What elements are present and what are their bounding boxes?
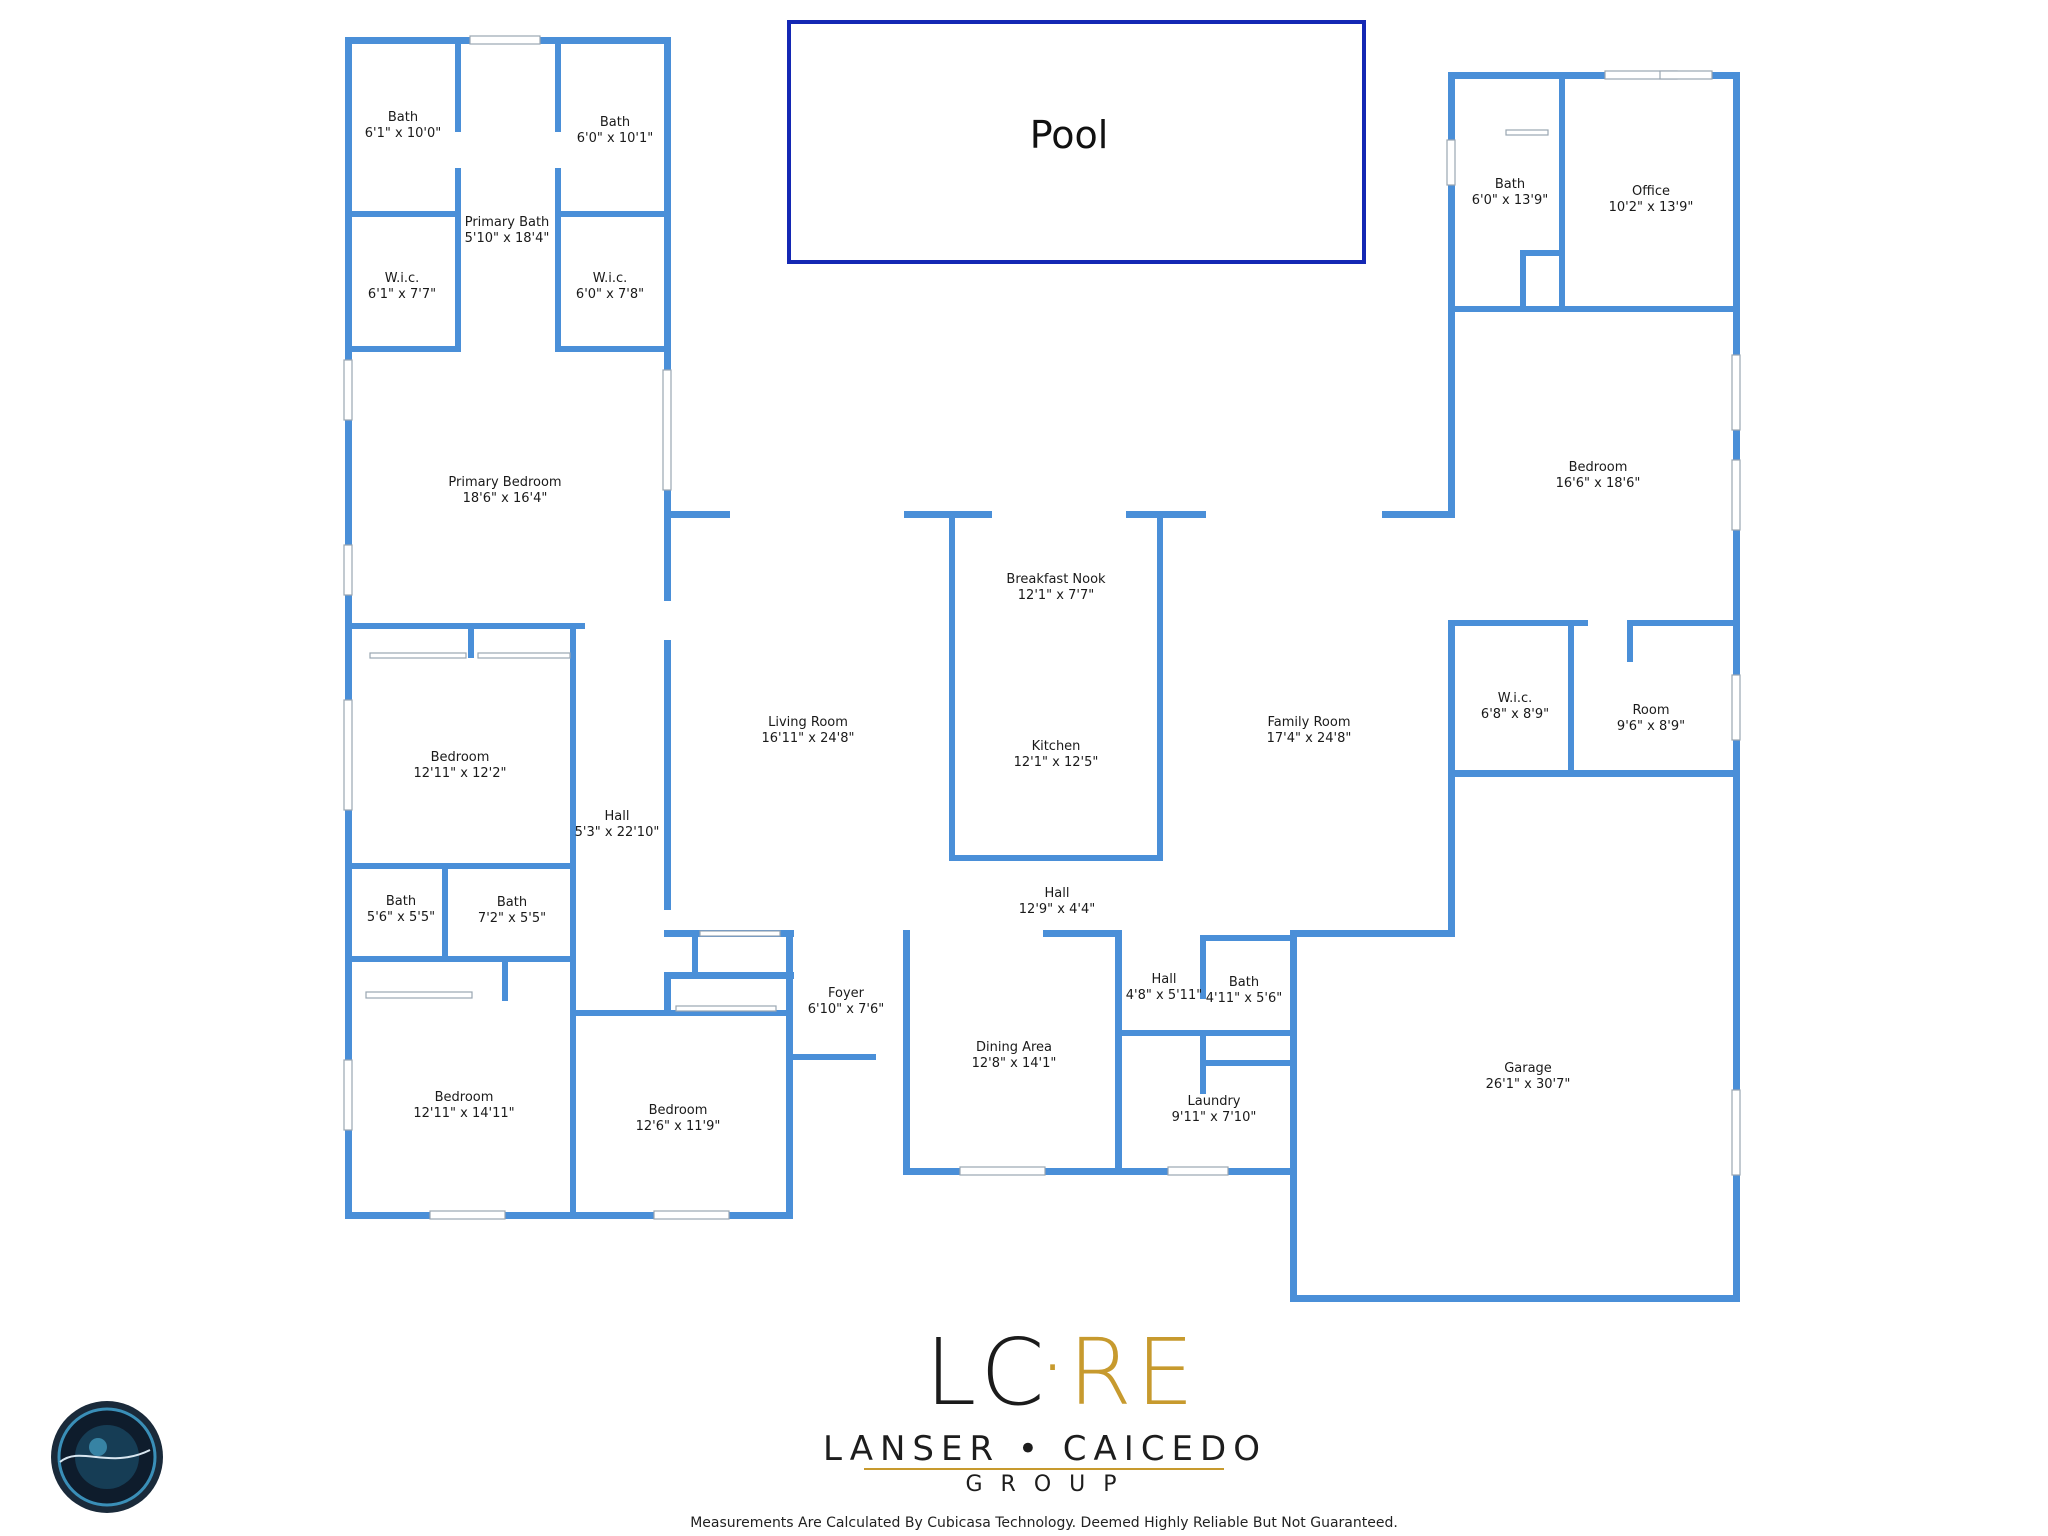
room-name: Hall: [1152, 972, 1177, 987]
room-size: 5'6" x 5'5": [367, 910, 435, 925]
room-name: Bath: [1495, 177, 1525, 192]
pool-label: Pool: [1030, 113, 1109, 157]
room-size: 6'10" x 7'6": [808, 1002, 884, 1017]
room-name: W.i.c.: [385, 271, 420, 286]
windows: [343, 35, 1741, 1220]
pool: Pool: [787, 20, 1366, 264]
room-name: Foyer: [828, 986, 865, 1001]
room-name: Hall: [605, 809, 630, 824]
room-size: 18'6" x 16'4": [463, 491, 548, 506]
room-size: 6'1" x 7'7": [368, 287, 436, 302]
brand-group: GROUP: [965, 1472, 1134, 1497]
room-name: Family Room: [1268, 715, 1351, 730]
room-name: Primary Bedroom: [448, 475, 561, 490]
room-size: 9'6" x 8'9": [1617, 719, 1685, 734]
room-name: Office: [1632, 184, 1670, 199]
room-name: Bath: [497, 895, 527, 910]
room-name: Hall: [1045, 886, 1070, 901]
room-size: 17'4" x 24'8": [1267, 731, 1352, 746]
room-name: Bath: [388, 110, 418, 125]
room-size: 4'11" x 5'6": [1206, 991, 1282, 1006]
brand-logo: LC · RE LANSER • CAICEDO GROUP: [823, 1313, 1267, 1497]
room-name: Bedroom: [649, 1103, 708, 1118]
room-size: 12'11" x 12'2": [414, 766, 507, 781]
svg-text:W.i.c.6'8" x 8'9": W.i.c.6'8" x 8'9": [1481, 691, 1549, 722]
room-name: W.i.c.: [593, 271, 628, 286]
room-size: 16'6" x 18'6": [1556, 476, 1641, 491]
room-name: Bath: [386, 894, 416, 909]
room-name: Bedroom: [435, 1090, 494, 1105]
svg-text:W.i.c.6'1" x 7'7": W.i.c.6'1" x 7'7": [368, 271, 436, 302]
room-size: 5'3" x 22'10": [575, 825, 660, 840]
room-size: 9'11" x 7'10": [1172, 1110, 1257, 1125]
room-size: 7'2" x 5'5": [478, 911, 546, 926]
room-name: Primary Bath: [465, 215, 550, 230]
room-size: 16'11" x 24'8": [762, 731, 855, 746]
room-size: 10'2" x 13'9": [1609, 200, 1694, 215]
room-size: 6'0" x 13'9": [1472, 193, 1548, 208]
room-size: 6'8" x 8'9": [1481, 707, 1549, 722]
room-name: Bath: [1229, 975, 1259, 990]
disclaimer: Measurements Are Calculated By Cubicasa …: [690, 1515, 1398, 1531]
room-name: W.i.c.: [1498, 691, 1533, 706]
room-size: 12'11" x 14'11": [413, 1106, 514, 1121]
room-name: Bedroom: [431, 750, 490, 765]
logo-dot: ·: [1038, 1313, 1071, 1420]
room-size: 12'6" x 11'9": [636, 1119, 721, 1134]
room-name: Kitchen: [1032, 739, 1081, 754]
room-name: Breakfast Nook: [1006, 572, 1106, 587]
room-size: 12'1" x 12'5": [1014, 755, 1099, 770]
photographer-seal-icon: [51, 1401, 163, 1513]
room-size: 4'8" x 5'11": [1126, 988, 1202, 1003]
room-size: 26'1" x 30'7": [1486, 1077, 1571, 1092]
room-name: Room: [1632, 703, 1669, 718]
room-name: Bedroom: [1569, 460, 1628, 475]
room-name: Living Room: [768, 715, 848, 730]
room-size: 6'0" x 7'8": [576, 287, 644, 302]
room-name: Laundry: [1188, 1094, 1241, 1109]
room-size: 6'0" x 10'1": [577, 131, 653, 146]
room-name: Dining Area: [976, 1040, 1052, 1055]
room-name: Garage: [1504, 1061, 1552, 1076]
logo-lc: LC: [925, 1319, 1049, 1426]
room-size: 12'9" x 4'4": [1019, 902, 1095, 917]
brand-divider: [864, 1468, 1224, 1470]
room-size: 6'1" x 10'0": [365, 126, 441, 141]
room-size: 5'10" x 18'4": [465, 231, 550, 246]
logo-re: RE: [1068, 1319, 1198, 1426]
svg-text:W.i.c.6'0" x 7'8": W.i.c.6'0" x 7'8": [576, 271, 644, 302]
room-size: 12'1" x 7'7": [1018, 588, 1094, 603]
room-size: 12'8" x 14'1": [972, 1056, 1057, 1071]
room-name: Bath: [600, 115, 630, 130]
brand-name: LANSER • CAICEDO: [823, 1429, 1267, 1469]
